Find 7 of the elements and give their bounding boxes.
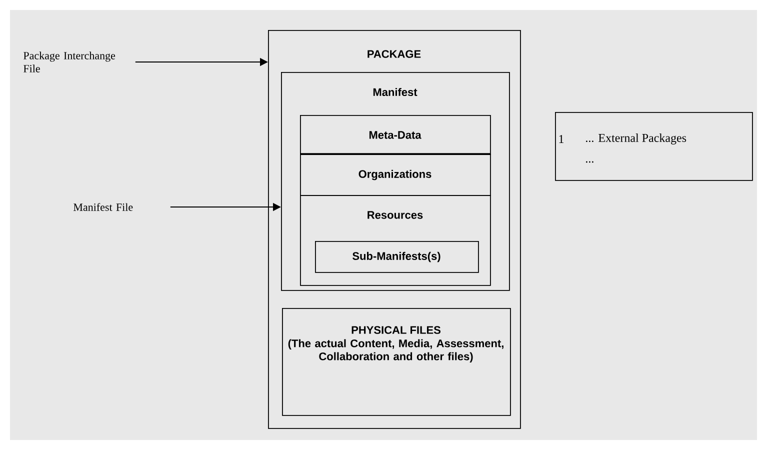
section-box: Sub-Manifests(s) — [315, 241, 479, 273]
label-text: Manifest File — [74, 203, 133, 211]
text-box: 1 ... External Packages ... — [555, 112, 753, 181]
section-box: Organizations — [300, 154, 491, 196]
label-text: Package Interchange File — [24, 52, 116, 72]
section-box: Meta-Data — [300, 115, 491, 155]
section-box: PHYSICAL FILES (The actual Content, Media, Assessment, Collaboration and other files) — [282, 308, 511, 416]
